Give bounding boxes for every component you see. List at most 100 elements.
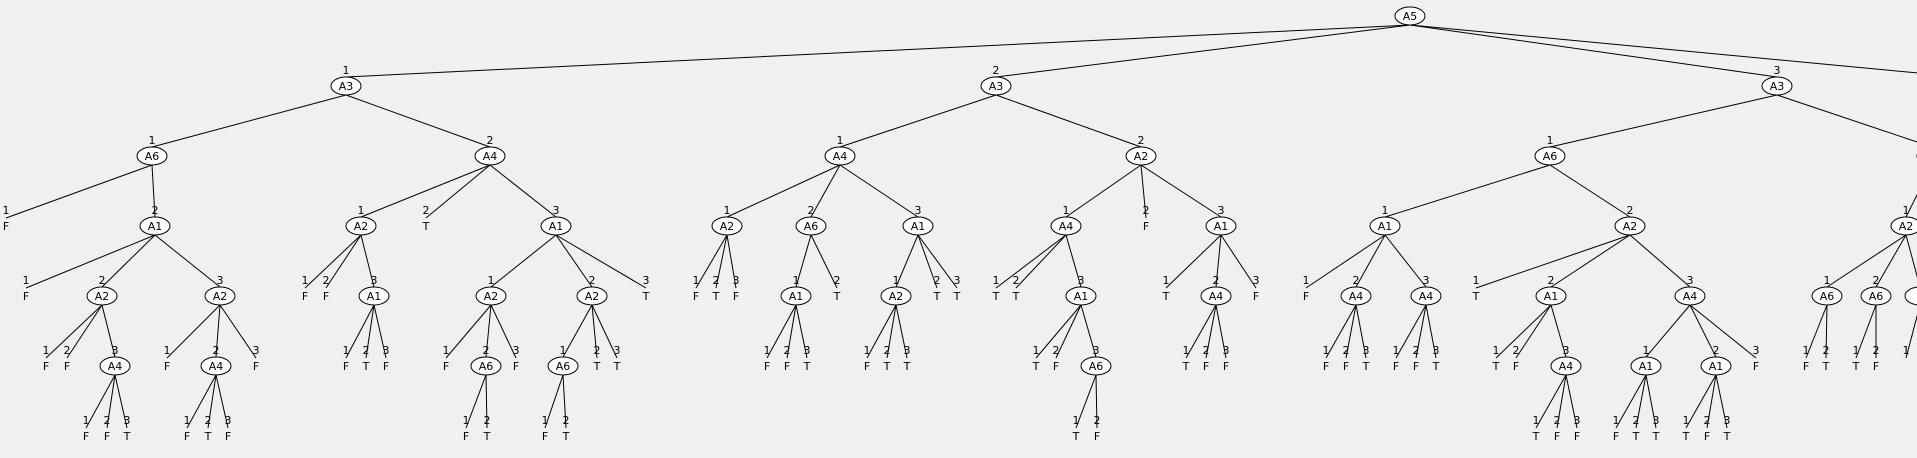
- tree-node: A4: [1550, 356, 1582, 376]
- edge-label: 2: [1873, 274, 1880, 287]
- edge-label: 3: [217, 274, 224, 287]
- node-ellipse: [711, 216, 743, 236]
- node-ellipse: [200, 356, 232, 376]
- edge-label: 2: [363, 344, 370, 357]
- edge-label: 2: [1343, 344, 1350, 357]
- leaf-label: T: [1432, 360, 1440, 373]
- node-label: A4: [1209, 290, 1224, 303]
- tree-edge: [1535, 374, 1567, 429]
- leaf-label: T: [933, 290, 941, 303]
- tree-node: A3: [980, 76, 1012, 96]
- edge-label: 2: [993, 64, 1000, 77]
- node-label: A1: [1639, 360, 1654, 373]
- leaf-label: T: [1652, 430, 1660, 443]
- tree-edge: [1565, 374, 1578, 429]
- node-ellipse: [980, 76, 1012, 96]
- edge-label: 1: [43, 344, 50, 357]
- tree-edge: [1325, 304, 1357, 359]
- edge-label: 2: [1554, 414, 1561, 427]
- tree-edge: [1355, 234, 1386, 288]
- leaf-label: F: [104, 430, 110, 443]
- edge-label: 2: [1213, 274, 1220, 287]
- leaf-label: F: [463, 430, 469, 443]
- leaf-label: F: [225, 430, 231, 443]
- edge-label: 2: [483, 344, 490, 357]
- tree-edge: [1550, 234, 1631, 288]
- leaf-label: F: [733, 290, 739, 303]
- tree-edge: [490, 234, 557, 288]
- tree-edge: [1615, 374, 1647, 429]
- edge-label: 1: [1033, 344, 1040, 357]
- node-label: A2: [720, 220, 735, 233]
- edge-label: 3: [1433, 344, 1440, 357]
- edge-label: 2: [64, 344, 71, 357]
- node-label: A2: [1899, 220, 1914, 233]
- tree-node: A1: [902, 216, 934, 236]
- tree-edge: [1689, 304, 1717, 358]
- tree-edge: [591, 304, 618, 359]
- leaf-label: F: [693, 290, 699, 303]
- node-ellipse: [1050, 216, 1082, 236]
- node-ellipse: [1860, 286, 1892, 306]
- edge-label: 1: [1803, 344, 1810, 357]
- tree-node: A4: [1200, 286, 1232, 306]
- node-label: A1: [911, 220, 926, 233]
- node-ellipse: [1550, 356, 1582, 376]
- tree-edge: [726, 164, 841, 218]
- edge-label: 1: [1853, 344, 1860, 357]
- node-label: A4: [1683, 290, 1698, 303]
- tree-node: A1: [1205, 216, 1237, 236]
- leaf-label: F: [343, 360, 349, 373]
- edge-label: 3: [904, 344, 911, 357]
- leaf-label: T: [1012, 290, 1020, 303]
- edge-label: 3: [112, 344, 119, 357]
- edge-label: 1: [1382, 204, 1389, 217]
- leaf-label: F: [1094, 430, 1100, 443]
- tree-edge: [1715, 374, 1728, 429]
- tree-edge: [995, 94, 1142, 148]
- tree-edge: [445, 304, 492, 359]
- tree-edge: [810, 164, 841, 218]
- edge-label: 1: [1183, 344, 1190, 357]
- edge-label: 1: [1613, 414, 1620, 427]
- tree-edge: [1035, 304, 1082, 359]
- leaf-label: T: [1472, 290, 1480, 303]
- node-label: A2: [95, 290, 110, 303]
- node-ellipse: [780, 286, 812, 306]
- tree-edge: [726, 234, 737, 289]
- node-label: A3: [989, 80, 1004, 93]
- edge-label: 3: [225, 414, 232, 427]
- edge-label: 1: [1063, 204, 1070, 217]
- tree-edge: [1384, 234, 1427, 288]
- leaf-label: T: [1532, 430, 1540, 443]
- node-label: A4: [833, 150, 848, 163]
- tree-node: A1: [1369, 216, 1401, 236]
- tree-edge: [1384, 164, 1551, 218]
- edge-label: 2: [808, 204, 815, 217]
- edge-label: 1: [3, 204, 10, 217]
- edge-label: 1: [358, 204, 365, 217]
- node-ellipse: [547, 356, 579, 376]
- leaf-label: F: [1873, 360, 1879, 373]
- edge-label: 2: [834, 274, 841, 287]
- tree-node: A6: [470, 356, 502, 376]
- tree-edge: [1685, 374, 1717, 429]
- edge-label: 1: [343, 344, 350, 357]
- node-label: A1: [1214, 220, 1229, 233]
- edge-label: 3: [124, 414, 131, 427]
- edge-label: 3: [733, 274, 740, 287]
- edge-label: 1: [1163, 274, 1170, 287]
- tree-node: A2: [345, 216, 377, 236]
- tree-edge: [101, 234, 156, 288]
- leaf-label: T: [903, 360, 911, 373]
- tree-edge: [1645, 304, 1691, 358]
- tree-edge: [1805, 304, 1828, 359]
- node-label: A1: [367, 290, 382, 303]
- leaf-label: F: [1253, 290, 1259, 303]
- leaf-label: F: [1613, 430, 1619, 443]
- edge-label: 2: [487, 134, 494, 147]
- edge-label: 3: [1687, 274, 1694, 287]
- edge-label: 3: [915, 204, 922, 217]
- leaf-label: F: [253, 360, 259, 373]
- leaf-label: F: [323, 290, 329, 303]
